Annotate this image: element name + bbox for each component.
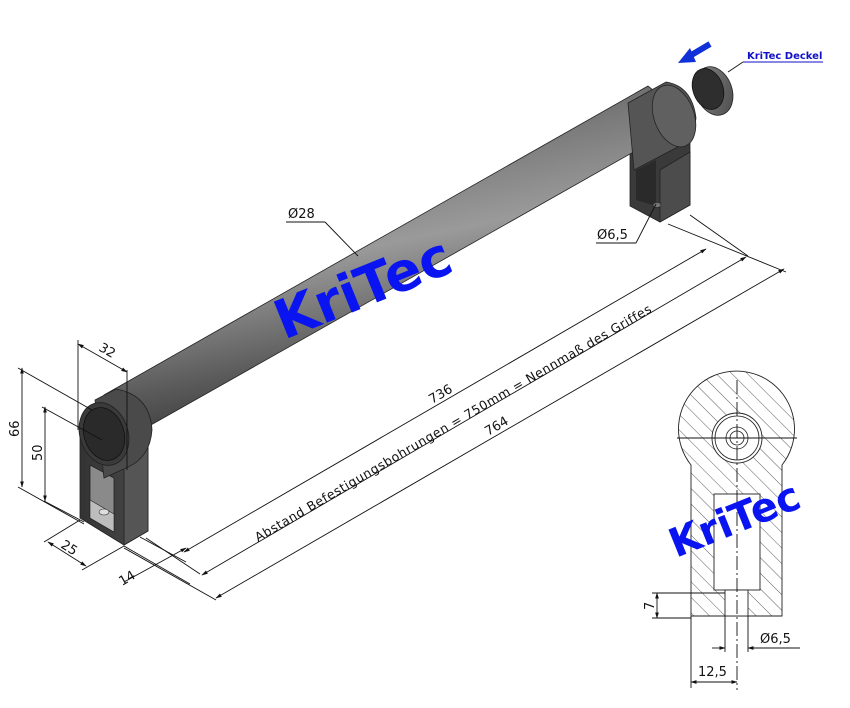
dim-32: 32 <box>77 340 128 470</box>
dim-50: 50 <box>31 406 103 523</box>
dim-50-label: 50 <box>31 444 46 461</box>
dim-12-5-label: 12,5 <box>698 665 727 680</box>
dim-7-label: 7 <box>643 602 658 610</box>
watermark-main: KriTec <box>265 224 460 352</box>
dim-25: 25 <box>43 519 125 571</box>
dim-14: 14 <box>117 536 191 589</box>
tube-diameter-label: Ø28 <box>288 207 315 222</box>
iso-hole-callout: Ø6,5 <box>596 203 657 244</box>
cap-deckel <box>691 66 734 116</box>
cap-callout: KriTec Deckel <box>727 51 823 73</box>
tube-diameter-callout: Ø28 <box>286 207 359 257</box>
left-collar <box>78 388 153 479</box>
iso-hole-label: Ø6,5 <box>597 228 628 243</box>
section-view: 7 Ø6,5 12,5 <box>643 370 800 690</box>
dim-66-label: 66 <box>8 420 23 437</box>
cap-label: KriTec Deckel <box>747 51 822 62</box>
dim-25-label: 25 <box>58 538 80 559</box>
dim-66: 66 <box>8 367 93 525</box>
dim-32-label: 32 <box>96 340 118 361</box>
section-hole-label: Ø6,5 <box>760 632 791 647</box>
dim-14-label: 14 <box>117 568 139 589</box>
right-collar <box>627 81 697 171</box>
insert-arrow-icon <box>678 41 712 63</box>
dim-736-label: 736 <box>426 382 455 407</box>
